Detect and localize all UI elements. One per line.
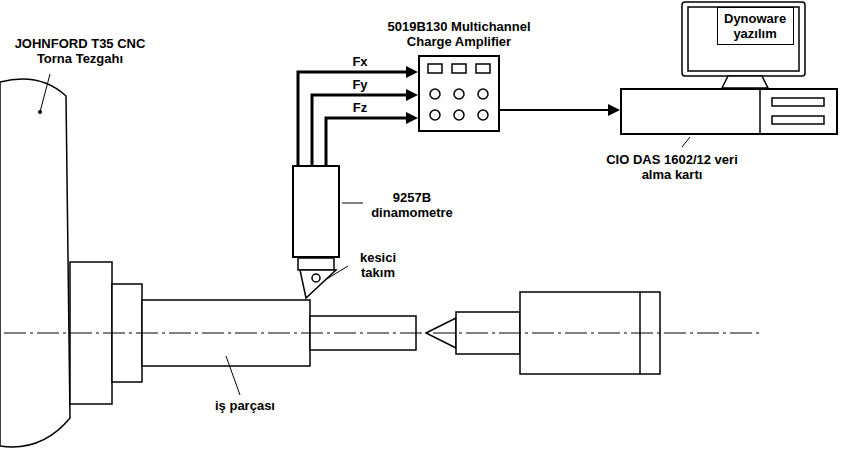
- monitor-frame: [682, 2, 805, 76]
- software-screen: Dynoware yazılım: [717, 7, 794, 45]
- center-line: [4, 333, 760, 334]
- node-label: 5019B130 Multichannel Charge Amplifier: [364, 19, 554, 49]
- monitor-screen: [688, 7, 799, 71]
- workpiece-label: iş parçası: [200, 398, 290, 413]
- headstock: [0, 79, 70, 447]
- drive-slot: [772, 98, 824, 106]
- amp-button: [428, 64, 442, 73]
- leader-line: [40, 74, 50, 112]
- leader-line: [226, 356, 240, 395]
- amp-knob: [478, 89, 488, 99]
- signal-arrow: [326, 118, 410, 165]
- signal-arrow: [312, 95, 410, 165]
- insert-screw: [312, 274, 320, 282]
- amp-knob: [454, 89, 464, 99]
- force-label: Fx: [350, 54, 369, 69]
- computer-case: CIO DAS 1602/12 veri alma kartı: [620, 88, 838, 135]
- machine-label: JOHNFORD T35 CNC Torna Tezgahı: [5, 36, 155, 66]
- amp-knob: [430, 89, 440, 99]
- leader-line: [682, 137, 690, 147]
- dynamometer: 9257B dinamometre: [292, 165, 340, 258]
- charge-amplifier: 5019B130 Multichannel Charge Amplifier: [418, 55, 500, 132]
- node-label: 9257B dinamometre: [366, 190, 458, 220]
- amp-button: [452, 64, 466, 73]
- amp-knob: [430, 110, 440, 120]
- leader-line: [325, 266, 348, 280]
- leader-line: [342, 203, 363, 204]
- cutting-insert: [300, 270, 336, 298]
- node-label: Dynoware yazılım: [724, 11, 786, 41]
- force-label: Fy: [350, 77, 369, 92]
- case-divider: [759, 88, 761, 135]
- signal-arrow: [298, 72, 410, 165]
- signal-arrow: [500, 109, 612, 111]
- amp-knob: [454, 110, 464, 120]
- drive-slot: [772, 116, 824, 124]
- force-label: Fz: [351, 100, 369, 115]
- leader-dot: [38, 110, 42, 114]
- tool-holder: [298, 258, 334, 270]
- node-label: CIO DAS 1602/12 veri alma kartı: [602, 152, 742, 182]
- amp-button: [476, 64, 490, 73]
- tool-label: kesici takım: [350, 250, 406, 280]
- amp-knob: [478, 110, 488, 120]
- monitor-stand: [722, 76, 768, 88]
